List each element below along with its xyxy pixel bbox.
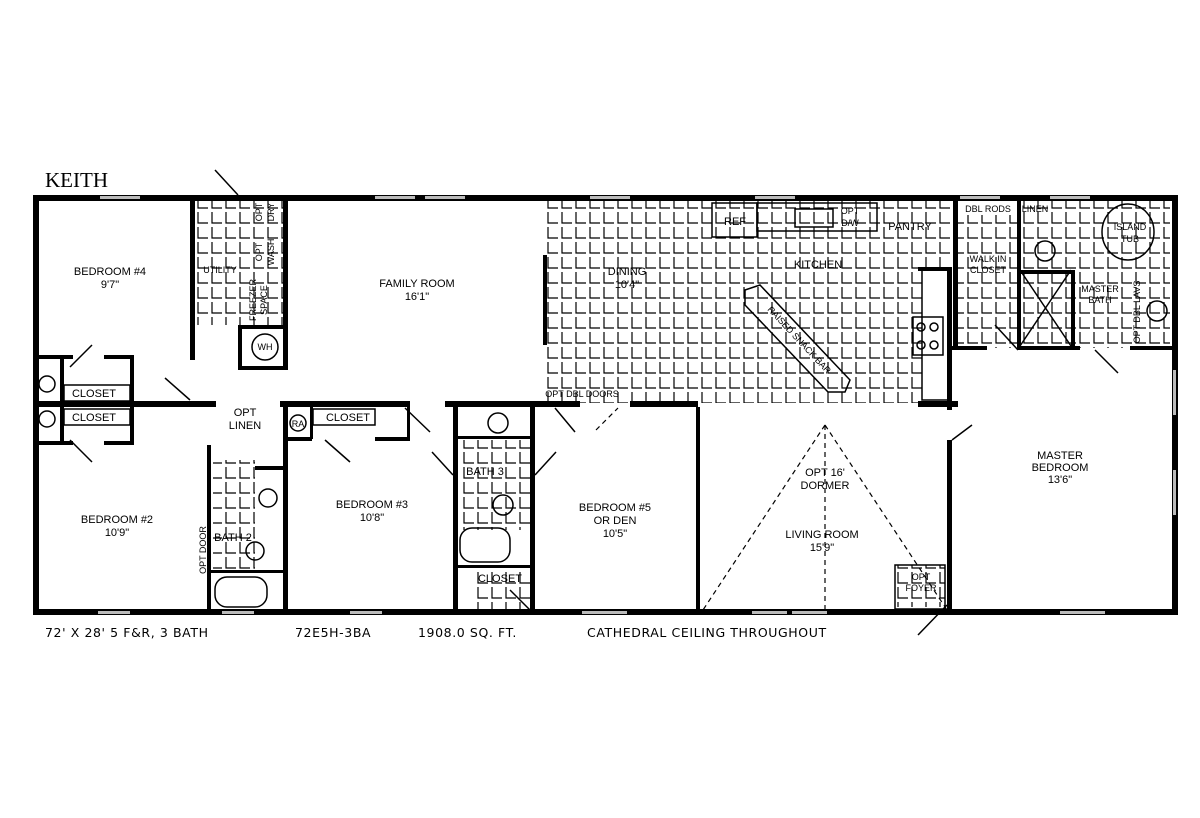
bedroom3-size: 10'8" <box>360 512 384 524</box>
bedroom4-label: BEDROOM #4 <box>74 266 146 278</box>
family-room-label: FAMILY ROOM <box>379 278 454 290</box>
dormer-label: OPT 16' <box>805 467 845 479</box>
bedroom5-size: 10'5" <box>603 528 627 540</box>
opt-dry-label: OPT <box>254 202 264 221</box>
opt-dw-label-2: D/W <box>841 218 859 228</box>
freezer-label: FREEZER <box>248 279 258 322</box>
dining-label: DINING <box>608 266 647 278</box>
dormer-outline <box>702 424 948 611</box>
family-room-size: 16'1" <box>405 291 429 303</box>
bath2-label: BATH 2 <box>214 532 252 544</box>
bedroom4-size: 9'7" <box>101 279 119 291</box>
opt-door-label: OPT DOOR <box>198 526 208 574</box>
closet-label-bedroom4: CLOSET <box>72 388 116 400</box>
footer-area: 1908.0 SQ. FT. <box>418 625 517 640</box>
bedroom2-label: BEDROOM #2 <box>81 514 153 526</box>
bedroom2-size: 10'9" <box>105 527 129 539</box>
freezer-label-2: SPACE <box>259 285 269 315</box>
footer-model: 72E5H-3BA <box>295 625 371 640</box>
ra-label: RA <box>292 419 305 429</box>
kitchen-label: KITCHEN <box>794 259 842 271</box>
dormer-label-2: DORMER <box>801 480 850 492</box>
dining-size: 10'4" <box>615 279 639 291</box>
bedroom3-label: BEDROOM #3 <box>336 499 408 511</box>
island-tub-label: ISLAND <box>1114 222 1147 232</box>
bedroom5-label-2: OR DEN <box>594 515 637 527</box>
master-bath-label: MASTER <box>1081 284 1119 294</box>
closet-label-bath3: CLOSET <box>478 573 522 585</box>
living-room-label: LIVING ROOM <box>785 529 858 541</box>
footer-ceiling: CATHEDRAL CEILING THROUGHOUT <box>587 625 827 640</box>
dbl-rods-label: DBL RODS <box>965 204 1011 214</box>
opt-foyer-label-2: FOYER <box>905 583 937 593</box>
walk-in-closet-label: WALK IN <box>970 254 1007 264</box>
water-heater-label: WH <box>258 342 273 352</box>
pantry-label: PANTRY <box>888 221 932 233</box>
island-tub-label-2: TUB <box>1121 234 1139 244</box>
opt-dbl-doors-label: OPT DBL DOORS <box>545 389 619 399</box>
closet-label-bedroom2: CLOSET <box>72 412 116 424</box>
footer-dimensions: 72' X 28' 5 F&R, 3 BATH <box>45 625 209 640</box>
linen-label: LINEN <box>1022 204 1049 214</box>
living-room-size: 15'9" <box>810 542 834 554</box>
opt-dry-label-2: DRY <box>266 203 276 222</box>
bath3-label: BATH 3 <box>466 466 504 478</box>
master-bedroom-size: 13'6" <box>1048 474 1072 486</box>
master-bedroom-label-2: BEDROOM <box>1032 462 1089 474</box>
opt-dw-label: OPT <box>841 206 860 216</box>
opt-wash-label-2: WASH <box>266 239 276 266</box>
footer-info: 72' X 28' 5 F&R, 3 BATH 72E5H-3BA 1908.0… <box>45 625 827 640</box>
opt-dbl-lavs-label: OPT DBL LAVS <box>1132 281 1142 344</box>
master-bath-label-2: BATH <box>1088 295 1111 305</box>
door-swings <box>69 169 1119 636</box>
utility-label: UTILITY <box>203 265 237 275</box>
opt-foyer-label: OPT <box>912 572 931 582</box>
ref-label: REF <box>724 216 746 228</box>
bedroom5-label: BEDROOM #5 <box>579 502 651 514</box>
closet-label-bedroom3: CLOSET <box>326 412 370 424</box>
opt-linen-label-2: LINEN <box>229 420 261 432</box>
master-bedroom-label: MASTER <box>1037 450 1083 462</box>
interior-walls <box>33 200 1175 615</box>
opt-linen-label: OPT <box>234 407 257 419</box>
plan-title: KEITH <box>45 168 108 192</box>
opt-wash-label: OPT <box>254 242 264 261</box>
walk-in-closet-label-2: CLOSET <box>970 265 1007 275</box>
